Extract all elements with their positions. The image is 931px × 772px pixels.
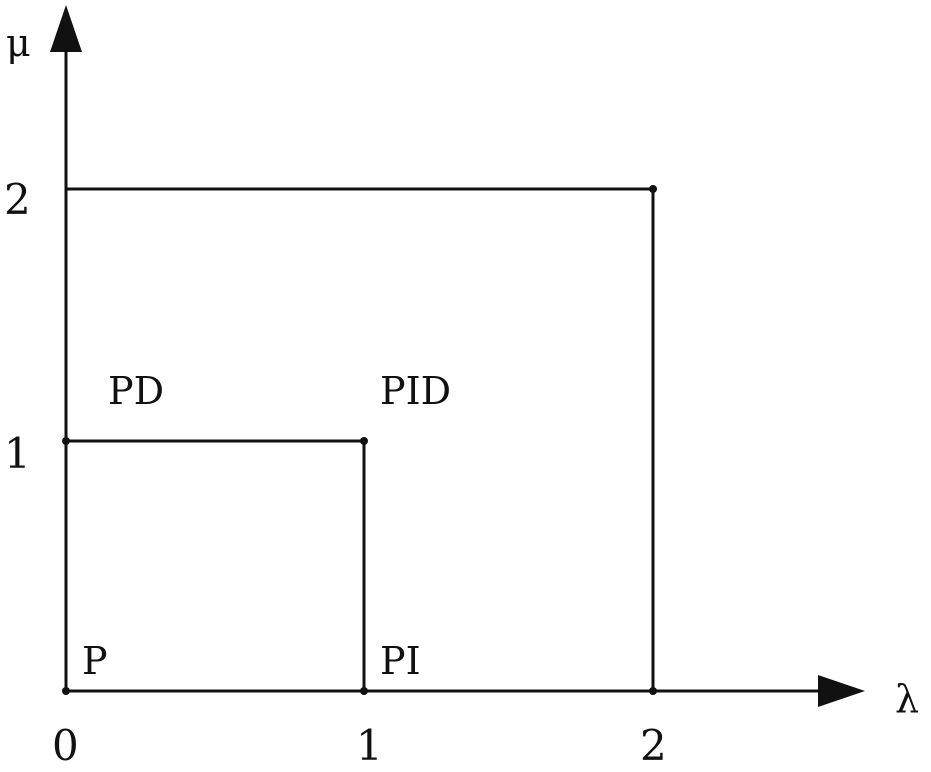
point-x1 <box>360 687 368 695</box>
point-outer-corner <box>649 185 657 193</box>
region-label-pd: PD <box>108 369 164 413</box>
region-label-p: P <box>82 639 108 683</box>
region-label-pi: PI <box>380 639 421 683</box>
point-y1 <box>62 437 70 445</box>
x-tick-2: 2 <box>640 721 667 770</box>
point-x2 <box>649 687 657 695</box>
point-origin <box>62 687 70 695</box>
y-axis-label: μ <box>6 21 31 65</box>
point-inner-corner <box>360 437 368 445</box>
inner-box-boundary <box>66 439 366 691</box>
y-tick-2: 2 <box>4 175 31 224</box>
y-axis-arrow-icon <box>50 5 82 52</box>
x-axis-label: λ <box>895 677 919 721</box>
y-tick-1: 1 <box>4 429 31 478</box>
x-tick-1: 1 <box>356 721 383 770</box>
x-tick-0: 0 <box>52 721 79 770</box>
x-axis-arrow-icon <box>818 675 865 707</box>
region-label-pid: PID <box>380 369 451 413</box>
